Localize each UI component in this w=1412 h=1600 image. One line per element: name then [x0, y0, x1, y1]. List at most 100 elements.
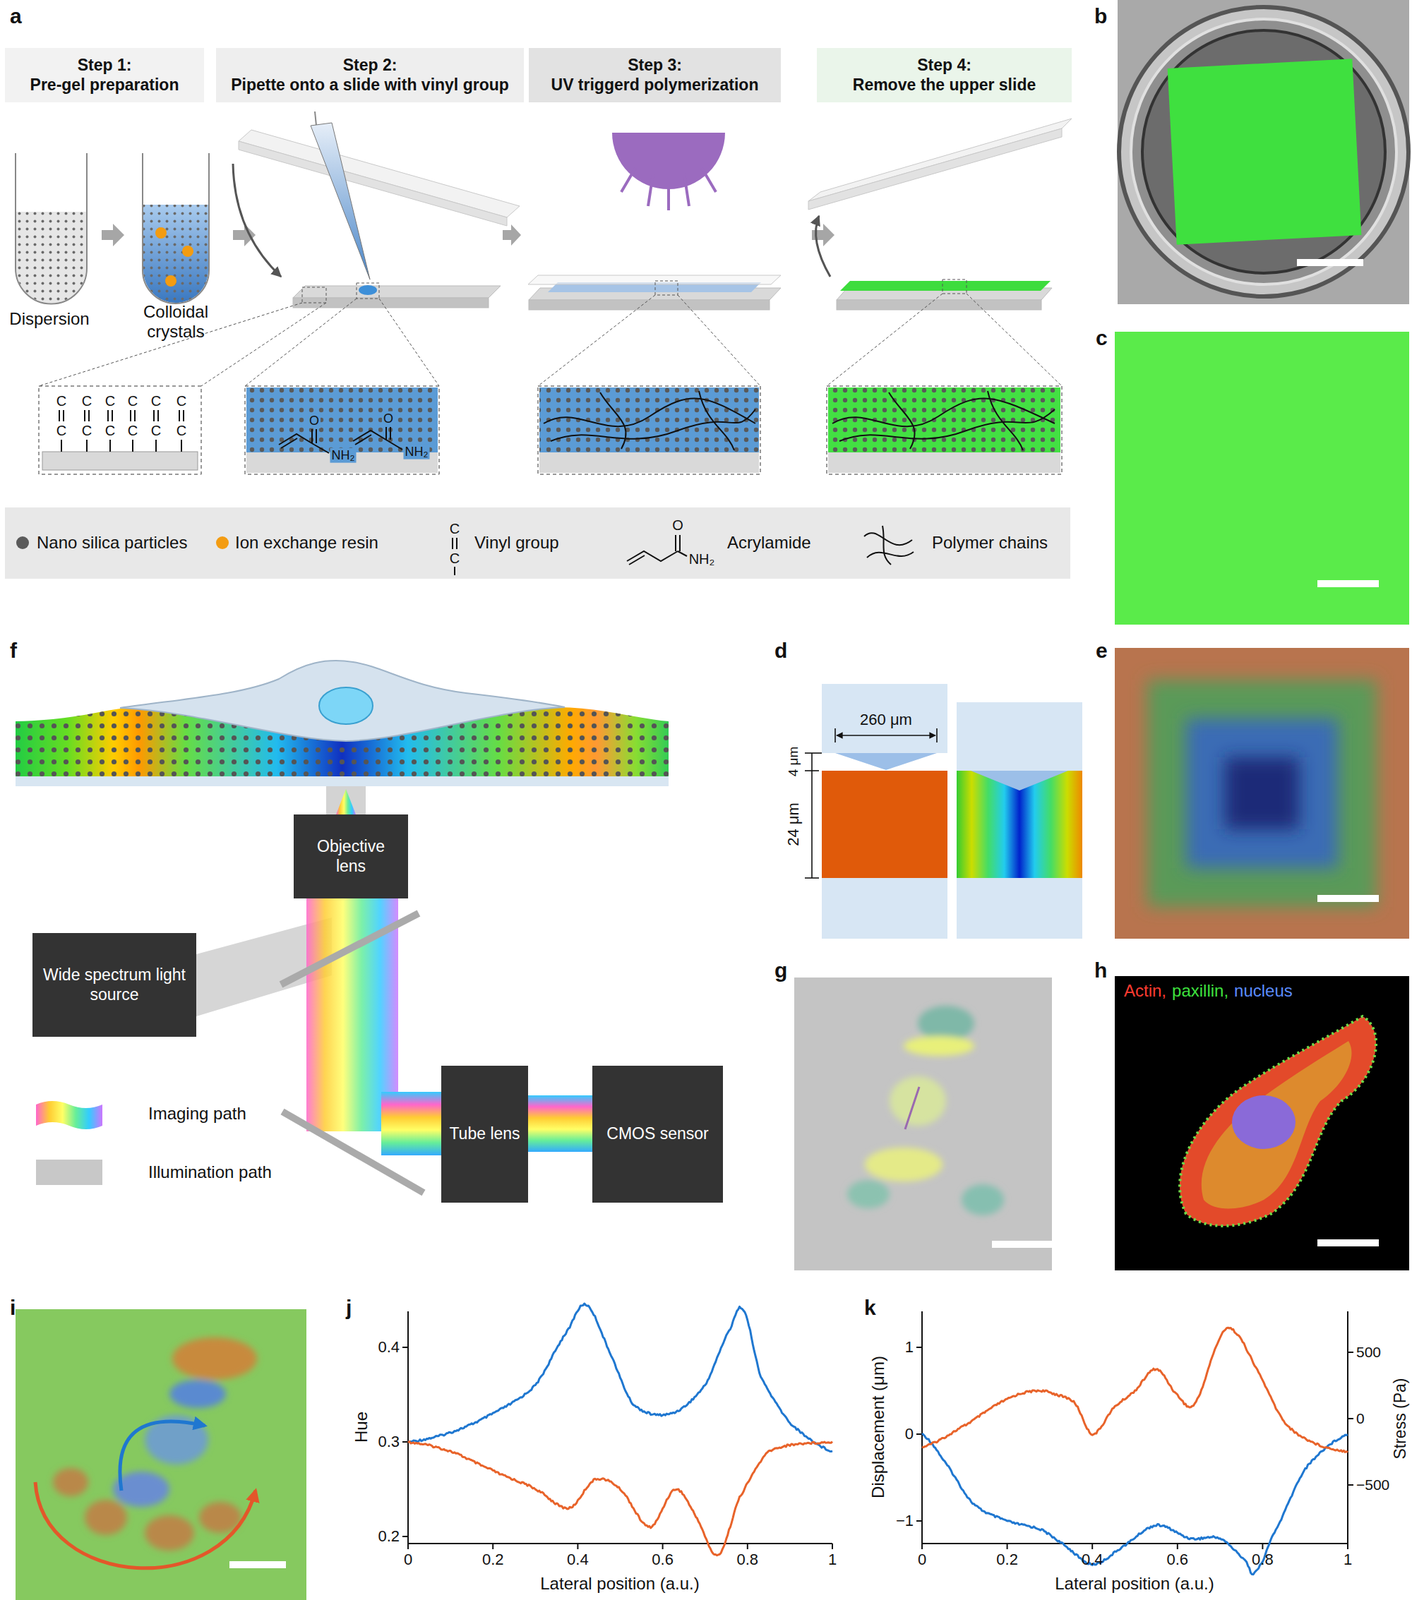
data-curve — [922, 1433, 1348, 1576]
atom-label: C — [127, 393, 138, 410]
atom-label: NH₂ — [330, 448, 357, 464]
tick-label: 500 — [1356, 1344, 1381, 1362]
node-text: Step 4: — [917, 55, 972, 76]
legend-swatch — [216, 536, 229, 550]
inset-polymerized — [537, 386, 761, 475]
atom-label: O — [381, 411, 395, 427]
step-box: Step 2:Pipette onto a slide with vinyl g… — [216, 48, 524, 103]
atom-label: C — [105, 393, 116, 410]
axis-title: Lateral position (a.u.) — [540, 1574, 699, 1595]
legend-text: Acrylamide — [727, 533, 812, 553]
chart-curves — [408, 1303, 1348, 1576]
panel-letter: c — [1095, 326, 1108, 351]
tick-label: 0.8 — [1251, 1551, 1274, 1569]
axis-title: Displacement (μm) — [868, 1356, 889, 1499]
panel-letter: d — [774, 638, 788, 664]
component-box: Tube lens — [441, 1066, 529, 1204]
panel-letter: h — [1094, 958, 1108, 984]
tick-label: 0 — [403, 1551, 413, 1569]
stain-label: nucleus — [1234, 981, 1293, 1002]
inset-gel — [826, 386, 1062, 475]
atom-label: C — [449, 550, 460, 567]
panel-letter: k — [864, 1296, 877, 1321]
tick-label: 1 — [828, 1551, 837, 1569]
tube-label: Colloidal crystals — [122, 302, 229, 341]
atom-label: C — [151, 393, 161, 410]
tick-label: 0.6 — [651, 1551, 674, 1569]
tick-label: 0 — [1356, 1410, 1365, 1428]
panel-letter: j — [345, 1296, 352, 1321]
photo-i — [15, 1309, 307, 1600]
tick-label: 0.8 — [737, 1551, 759, 1569]
chart-axes — [402, 1311, 1354, 1550]
photo-g — [794, 977, 1052, 1271]
axis-title: Lateral position (a.u.) — [1054, 1574, 1214, 1595]
microscope-scheme — [15, 660, 669, 1194]
atom-label: O — [307, 413, 321, 429]
tick-label: 0.3 — [377, 1433, 400, 1451]
atom-label: C — [176, 393, 187, 410]
atom-label: O — [672, 517, 684, 534]
atom-label: C — [56, 422, 67, 440]
step4-slides — [808, 118, 1072, 387]
photo-h — [1114, 976, 1410, 1271]
step2-slides — [38, 111, 520, 387]
panel-letter: g — [774, 958, 788, 984]
tick-label: 1 — [1343, 1551, 1352, 1569]
atom-label: NH₂ — [403, 444, 430, 460]
inset-acrylamide — [244, 386, 440, 475]
atom-label: C — [127, 422, 138, 440]
data-curve — [922, 1327, 1348, 1453]
component-box: CMOS sensor — [592, 1066, 723, 1204]
step-box: Step 3:UV triggerd polymerization — [528, 48, 781, 103]
legend-text: Vinyl group — [474, 533, 560, 553]
panel-letter: e — [1095, 638, 1108, 664]
atom-label: C — [449, 521, 460, 538]
tick-label: 0 — [917, 1551, 927, 1569]
tick-label: 0.4 — [566, 1551, 589, 1569]
axis-title: Hue — [351, 1412, 372, 1444]
tick-label: 0.2 — [996, 1551, 1019, 1569]
node-text: UV triggerd polymerization — [551, 75, 759, 96]
atom-label: C — [81, 393, 92, 410]
atom-label: C — [105, 422, 116, 440]
dimension: 260 μm — [859, 710, 913, 729]
node-text: Objective lens — [300, 837, 402, 877]
dimension: 4 μm — [785, 746, 802, 778]
step3-uv — [528, 132, 781, 387]
data-curve — [408, 1303, 833, 1453]
node-text: Step 3: — [627, 55, 682, 76]
photo-e — [1114, 648, 1410, 939]
atom-label: C — [56, 393, 67, 410]
atom-label: NH₂ — [689, 551, 716, 568]
step-box: Step 4:Remove the upper slide — [816, 48, 1072, 103]
atom-label: C — [176, 422, 187, 440]
tube-label: Dispersion — [9, 309, 89, 329]
legend-text: Polymer chains — [931, 533, 1048, 553]
photo-b — [1117, 0, 1410, 305]
step-arrows — [101, 223, 835, 247]
atom-label: C — [151, 422, 161, 440]
node-text: Step 2: — [343, 55, 398, 76]
legend-text: Ion exchange resin — [235, 533, 379, 553]
photo-c — [1114, 331, 1410, 625]
stain-label: paxillin, — [1171, 981, 1229, 1002]
node-text: Pipette onto a slide with vinyl group — [230, 75, 510, 96]
panel-letter: b — [1094, 4, 1108, 29]
node-text: Step 1: — [77, 55, 133, 76]
tick-label: 0.2 — [377, 1527, 400, 1546]
axis-title: Stress (Pa) — [1390, 1378, 1410, 1460]
stain-label: Actin, — [1123, 981, 1167, 1002]
legend-text: Illumination path — [148, 1162, 272, 1183]
node-text: CMOS sensor — [606, 1124, 709, 1145]
component-box: Objective lens — [293, 814, 409, 899]
legend-swatch — [16, 536, 29, 550]
tick-label: 0.6 — [1167, 1551, 1189, 1569]
tick-label: 0.2 — [482, 1551, 505, 1569]
node-text: Pre-gel preparation — [30, 75, 180, 96]
legend-swatch — [36, 1159, 103, 1186]
component-box: Wide spectrum light source — [32, 933, 197, 1038]
legend-text: Imaging path — [148, 1104, 247, 1124]
tick-label: 0 — [905, 1425, 914, 1444]
